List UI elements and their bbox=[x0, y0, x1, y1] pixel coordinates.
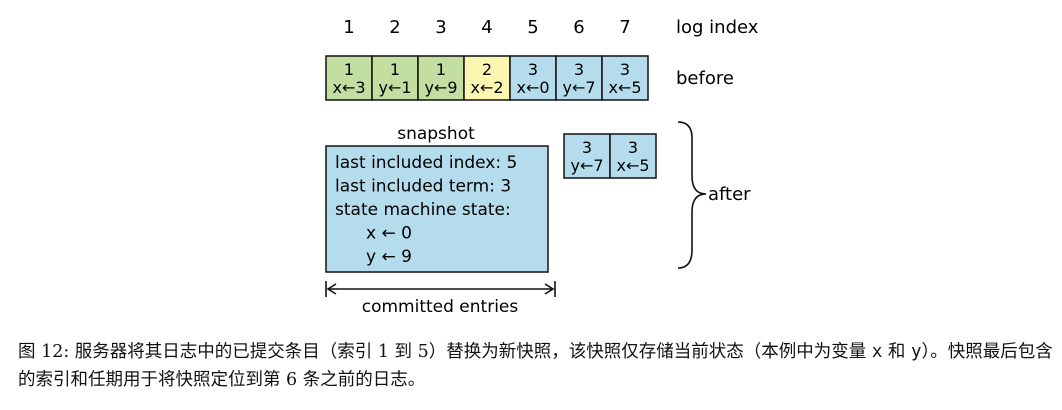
before-entry-command: x←2 bbox=[470, 78, 503, 97]
after-label: after bbox=[708, 184, 751, 205]
before-entry: 2x←2 bbox=[463, 55, 511, 101]
after-entry-cell bbox=[609, 133, 657, 179]
after-entry: 3y←7 bbox=[563, 133, 611, 179]
before-entry-term: 1 bbox=[344, 60, 354, 79]
before-entry: 1y←1 bbox=[371, 55, 419, 101]
before-entry: 3x←5 bbox=[601, 55, 649, 101]
before-entry-cell bbox=[325, 55, 373, 101]
before-entry-term: 3 bbox=[620, 60, 630, 79]
before-entry: 3x←0 bbox=[509, 55, 557, 101]
snapshot-line: last included term: 3 bbox=[335, 177, 511, 197]
before-entry-term: 1 bbox=[390, 60, 400, 79]
log-index-label: log index bbox=[676, 17, 759, 38]
before-entry-command: x←5 bbox=[608, 78, 641, 97]
caption-text-3: ）。快照最后包含的索引和任期用于将快照定位到第 6 条之前的日志。 bbox=[18, 342, 1053, 390]
before-entry-term: 1 bbox=[436, 60, 446, 79]
committed-entries-label: committed entries bbox=[362, 297, 519, 317]
snapshot-line: state machine state: bbox=[335, 200, 511, 220]
before-entry-term: 3 bbox=[528, 60, 538, 79]
log-index-header: 1 2 3 4 5 6 7 bbox=[343, 17, 630, 38]
before-log: 1x←31y←11y←92x←23x←03y←73x←5 bbox=[325, 55, 649, 101]
before-entry: 3y←7 bbox=[555, 55, 603, 101]
snapshot-line: x ← 0 bbox=[366, 224, 412, 244]
log-index-number: 1 bbox=[343, 17, 354, 38]
after-brace bbox=[677, 121, 707, 269]
after-entry-term: 3 bbox=[582, 138, 592, 157]
before-entry-cell bbox=[555, 55, 603, 101]
after-log: 3y←73x←5 bbox=[563, 133, 657, 179]
before-entry-cell bbox=[417, 55, 465, 101]
caption-text-1: 图 12: 服务器将其日志中的已提交条目（索引 1 到 5）替换为新快照，该快照… bbox=[18, 342, 872, 362]
log-index-number: 6 bbox=[573, 17, 584, 38]
log-index-number: 4 bbox=[481, 17, 492, 38]
log-index-number: 2 bbox=[389, 17, 400, 38]
snapshot-contents: last included index: 5 last included term… bbox=[335, 153, 517, 267]
before-entry: 1y←9 bbox=[417, 55, 465, 101]
log-index-number: 5 bbox=[527, 17, 538, 38]
after-entry-cell bbox=[563, 133, 611, 179]
committed-left-arrowhead bbox=[326, 283, 337, 295]
before-entry-command: x←3 bbox=[332, 78, 365, 97]
before-entry-command: y←1 bbox=[378, 78, 411, 97]
after-entry: 3x←5 bbox=[609, 133, 657, 179]
snapshot-line: last included index: 5 bbox=[335, 153, 517, 173]
before-entry-command: y←7 bbox=[562, 78, 595, 97]
after-entry-command: y←7 bbox=[570, 156, 603, 175]
before-entry-cell bbox=[371, 55, 419, 101]
committed-right-arrowhead bbox=[544, 283, 555, 295]
before-entry-command: x←0 bbox=[516, 78, 549, 97]
caption-var-x: x bbox=[871, 342, 883, 362]
snapshot-box bbox=[325, 145, 549, 273]
log-index-number: 7 bbox=[619, 17, 630, 38]
caption-text-2: 和 bbox=[882, 342, 911, 362]
before-entry: 1x←3 bbox=[325, 55, 373, 101]
figure-caption: 图 12: 服务器将其日志中的已提交条目（索引 1 到 5）替换为新快照，该快照… bbox=[18, 338, 1058, 394]
before-entry-term: 3 bbox=[574, 60, 584, 79]
snapshot-line: y ← 9 bbox=[366, 247, 412, 267]
snapshot-title: snapshot bbox=[397, 124, 475, 144]
before-entry-cell bbox=[509, 55, 557, 101]
before-entry-cell bbox=[601, 55, 649, 101]
before-entry-term: 2 bbox=[482, 60, 492, 79]
caption-var-y: y bbox=[911, 342, 922, 362]
before-entry-command: y←9 bbox=[424, 78, 457, 97]
after-entry-command: x←5 bbox=[616, 156, 649, 175]
before-label: before bbox=[676, 68, 734, 89]
after-entry-term: 3 bbox=[628, 138, 638, 157]
log-index-number: 3 bbox=[435, 17, 446, 38]
